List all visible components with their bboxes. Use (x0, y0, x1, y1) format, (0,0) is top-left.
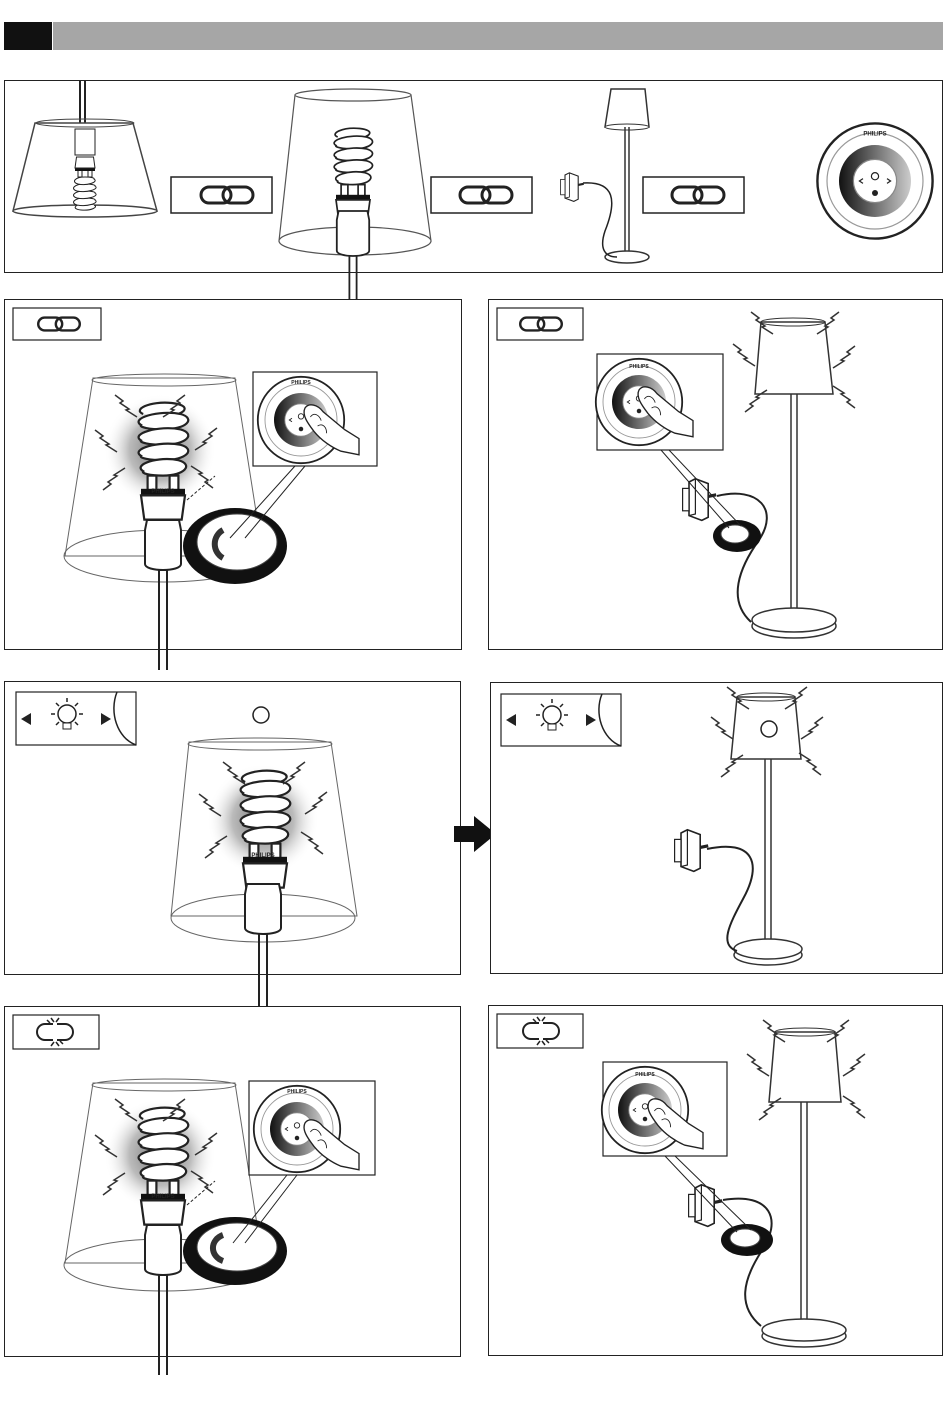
overview-panel: PHILIPS (4, 80, 943, 273)
floor-lamp (561, 89, 649, 263)
svg-text:PHILIPS: PHILIPS (635, 1072, 655, 1078)
select-bulb-panel: PHILIPS (4, 681, 461, 975)
header-bar (53, 22, 943, 50)
unlink-floor-lamp-panel: PHILIPS (488, 1005, 943, 1356)
svg-text:PHILIPS: PHILIPS (151, 1194, 174, 1200)
remote-control: PHILIPS (817, 123, 932, 238)
select-floor-lamp-panel (490, 682, 943, 974)
indicator-circle (253, 707, 269, 723)
svg-text:PHILIPS: PHILIPS (291, 380, 311, 386)
link-bulb-panel: PHILIPS PHILIPS (4, 299, 462, 650)
unlink-bulb-panel: PHILIPS PHILIPS (4, 1006, 461, 1357)
indicator-circle (761, 721, 777, 737)
page-marker (4, 22, 52, 50)
link-floor-lamp-panel: PHILIPS (488, 299, 943, 650)
svg-text:PHILIPS: PHILIPS (287, 1089, 307, 1095)
svg-text:PHILIPS: PHILIPS (251, 853, 274, 859)
overview-illustration: PHILIPS (5, 81, 944, 274)
svg-text:PHILIPS: PHILIPS (629, 364, 649, 370)
svg-text:PHILIPS: PHILIPS (151, 489, 174, 495)
pendant-lamp (13, 81, 157, 217)
svg-text:PHILIPS: PHILIPS (863, 131, 886, 137)
